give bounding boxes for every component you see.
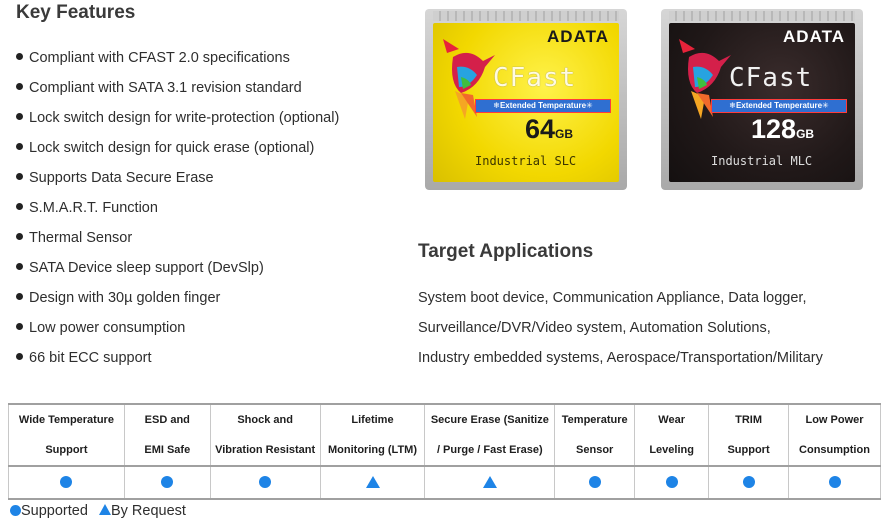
legend-supported: Supported xyxy=(21,503,88,519)
bullet-icon xyxy=(16,323,23,330)
triangle-icon xyxy=(98,504,111,515)
feature-table-header-cell: Wide Temperature Support xyxy=(8,404,125,466)
feature-item-label: Low power consumption xyxy=(29,320,186,336)
hummingbird-logo xyxy=(443,39,495,119)
feature-table-value-cell xyxy=(424,466,556,499)
bullet-icon xyxy=(16,143,23,150)
bullet-icon xyxy=(16,83,23,90)
hummingbird-logo xyxy=(679,39,731,119)
extended-temperature-badge: ❄Extended Temperature✳ xyxy=(711,99,847,113)
capacity-value: 128 xyxy=(751,114,797,144)
card-connector xyxy=(433,11,619,21)
circle-icon xyxy=(60,476,73,489)
feature-table-header-cell: Wear Leveling xyxy=(634,404,710,466)
feature-item: Supports Data Secure Erase xyxy=(16,167,339,197)
product-image-64gb: ADATA CFast ❄Extended Temperature✳ 64GB … xyxy=(425,9,627,190)
feature-table-value-cell xyxy=(8,466,125,499)
feature-table-values xyxy=(8,466,881,499)
circle-icon xyxy=(742,476,755,489)
feature-item-label: S.M.A.R.T. Function xyxy=(29,200,158,216)
brand-logo: ADATA xyxy=(783,27,845,46)
product-name: CFast xyxy=(729,63,813,93)
circle-icon xyxy=(665,476,678,489)
circle-icon xyxy=(259,476,272,489)
feature-item-label: SATA Device sleep support (DevSlp) xyxy=(29,260,264,276)
feature-item: Compliant with SATA 3.1 revision standar… xyxy=(16,77,339,107)
feature-table-value-cell xyxy=(123,466,211,499)
bullet-icon xyxy=(16,353,23,360)
legend-by-request: By Request xyxy=(110,503,186,519)
bullet-icon xyxy=(16,293,23,300)
feature-item: Lock switch design for write-protection … xyxy=(16,107,339,137)
bullet-icon xyxy=(16,53,23,60)
target-application-line: Industry embedded systems, Aerospace/Tra… xyxy=(418,350,823,366)
feature-item: Low power consumption xyxy=(16,317,339,347)
feature-item: S.M.A.R.T. Function xyxy=(16,197,339,227)
feature-table-value-cell xyxy=(634,466,710,499)
capacity-unit: GB xyxy=(796,127,815,141)
grade-label: Industrial MLC xyxy=(711,154,813,168)
feature-item-label: Lock switch design for quick erase (opti… xyxy=(29,140,315,156)
feature-table-header-cell: Shock and Vibration Resistant xyxy=(209,404,321,466)
circle-icon xyxy=(161,476,174,489)
bullet-icon xyxy=(16,203,23,210)
card-connector xyxy=(669,11,855,21)
target-application-line: Surveillance/DVR/Video system, Automatio… xyxy=(418,320,771,336)
feature-item-label: Thermal Sensor xyxy=(29,230,133,246)
product-name: CFast xyxy=(493,63,577,93)
bullet-icon xyxy=(16,173,23,180)
target-applications-text: System boot device, Communication Applia… xyxy=(418,287,823,377)
feature-table-value-cell xyxy=(788,466,881,499)
target-application-line: System boot device, Communication Applia… xyxy=(418,290,807,306)
bullet-icon xyxy=(16,113,23,120)
feature-item-label: Compliant with SATA 3.1 revision standar… xyxy=(29,80,302,96)
feature-item-label: Design with 30µ golden finger xyxy=(29,290,221,306)
feature-item: Compliant with CFAST 2.0 specifications xyxy=(16,47,339,77)
legend: Supported By Request xyxy=(10,503,186,519)
bullet-icon xyxy=(16,263,23,270)
feature-table-value-cell xyxy=(209,466,321,499)
product-image-128gb: ADATA CFast ❄Extended Temperature✳ 128GB… xyxy=(661,9,863,190)
feature-item-label: 66 bit ECC support xyxy=(29,350,152,366)
feature-item-label: Compliant with CFAST 2.0 specifications xyxy=(29,50,290,66)
feature-item-label: Lock switch design for write-protection … xyxy=(29,110,340,126)
key-features-title: Key Features xyxy=(16,2,136,23)
capacity-value: 64 xyxy=(525,114,556,144)
feature-item: Thermal Sensor xyxy=(16,227,339,257)
feature-table-value-cell xyxy=(319,466,426,499)
triangle-icon xyxy=(365,476,380,489)
feature-table-header-cell: Lifetime Monitoring (LTM) xyxy=(319,404,426,466)
feature-table-header-cell: TRIM Support xyxy=(708,404,789,466)
feature-item: SATA Device sleep support (DevSlp) xyxy=(16,257,339,287)
capacity-label: 128GB xyxy=(751,114,814,145)
extended-temperature-badge: ❄Extended Temperature✳ xyxy=(475,99,611,113)
feature-table-header-cell: Secure Erase (Sanitize / Purge / Fast Er… xyxy=(424,404,556,466)
feature-table-value-cell xyxy=(554,466,636,499)
bullet-icon xyxy=(16,233,23,240)
triangle-icon xyxy=(482,476,497,489)
feature-table-header-cell: Low Power Consumption xyxy=(788,404,881,466)
feature-item: Design with 30µ golden finger xyxy=(16,287,339,317)
grade-label: Industrial SLC xyxy=(475,154,577,168)
feature-item: Lock switch design for quick erase (opti… xyxy=(16,137,339,167)
feature-table-header-cell: ESD and EMI Safe xyxy=(123,404,211,466)
feature-table-value-cell xyxy=(708,466,789,499)
capacity-label: 64GB xyxy=(525,114,573,145)
circle-icon xyxy=(588,476,601,489)
capacity-unit: GB xyxy=(555,127,574,141)
circle-icon xyxy=(828,476,841,489)
feature-item: 66 bit ECC support xyxy=(16,347,339,377)
feature-table-header-cell: Temperature Sensor xyxy=(554,404,636,466)
brand-logo: ADATA xyxy=(547,27,609,46)
target-applications-title: Target Applications xyxy=(418,241,594,262)
feature-item-label: Supports Data Secure Erase xyxy=(29,170,214,186)
circle-icon xyxy=(10,505,21,516)
